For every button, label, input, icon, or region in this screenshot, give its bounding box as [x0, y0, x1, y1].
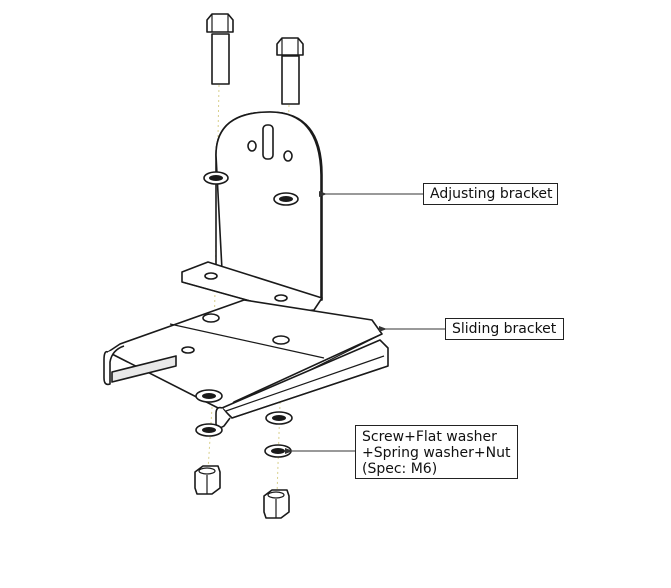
- screw-left: [206, 13, 234, 85]
- adjusting-bracket-shape: [181, 111, 323, 313]
- hardware-spec-label: Screw+Flat washer +Spring washer+Nut (Sp…: [355, 425, 518, 479]
- hardware-line-1: Screw+Flat washer: [362, 429, 497, 445]
- nut-right: [263, 489, 290, 519]
- sliding-bracket-shape: [103, 299, 389, 429]
- adjusting-bracket-label: Adjusting bracket: [423, 183, 558, 205]
- hardware-line-3: (Spec: M6): [362, 461, 438, 477]
- nut-left: [194, 465, 221, 495]
- sliding-bracket-label: Sliding bracket: [445, 318, 564, 340]
- lower-washers: [195, 389, 293, 458]
- upper-washers: [203, 171, 299, 206]
- hardware-line-2: +Spring washer+Nut: [362, 445, 511, 461]
- screw-right: [276, 37, 304, 105]
- leader-lines: [285, 191, 445, 454]
